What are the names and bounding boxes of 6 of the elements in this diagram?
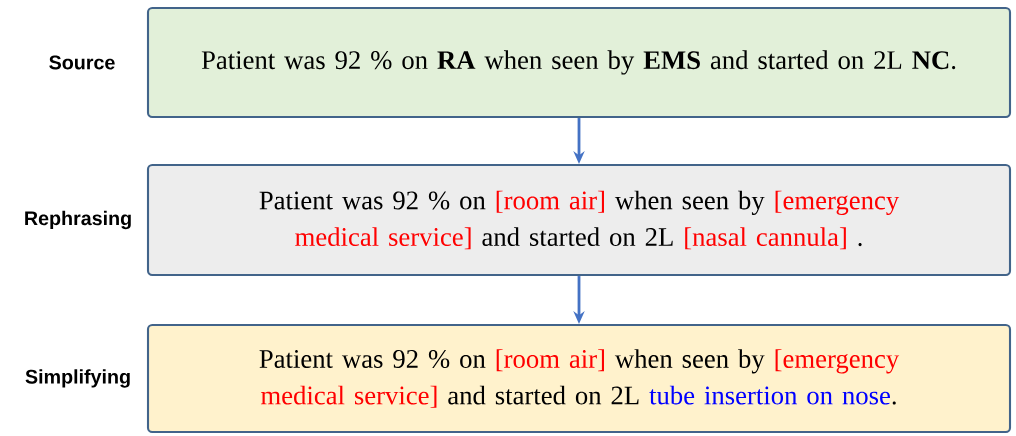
stage-label: Source — [49, 55, 115, 70]
stage-label: Simplifying — [25, 369, 130, 388]
stage-label: Rephrasing — [25, 210, 131, 230]
text-box: Patient was 92 % on RA when seen by EMS and started on 2L NC. — [146, 6, 1012, 119]
text-box: Patient was 92 % on [room air] when seen by [emergency medical service] and started on 2L tube insertion on nose. — [146, 323, 1012, 434]
text-box: Patient was 92 % on [room air] when seen by [emergency medical service] and started on 2L [nasal cannula] . — [146, 163, 1012, 277]
